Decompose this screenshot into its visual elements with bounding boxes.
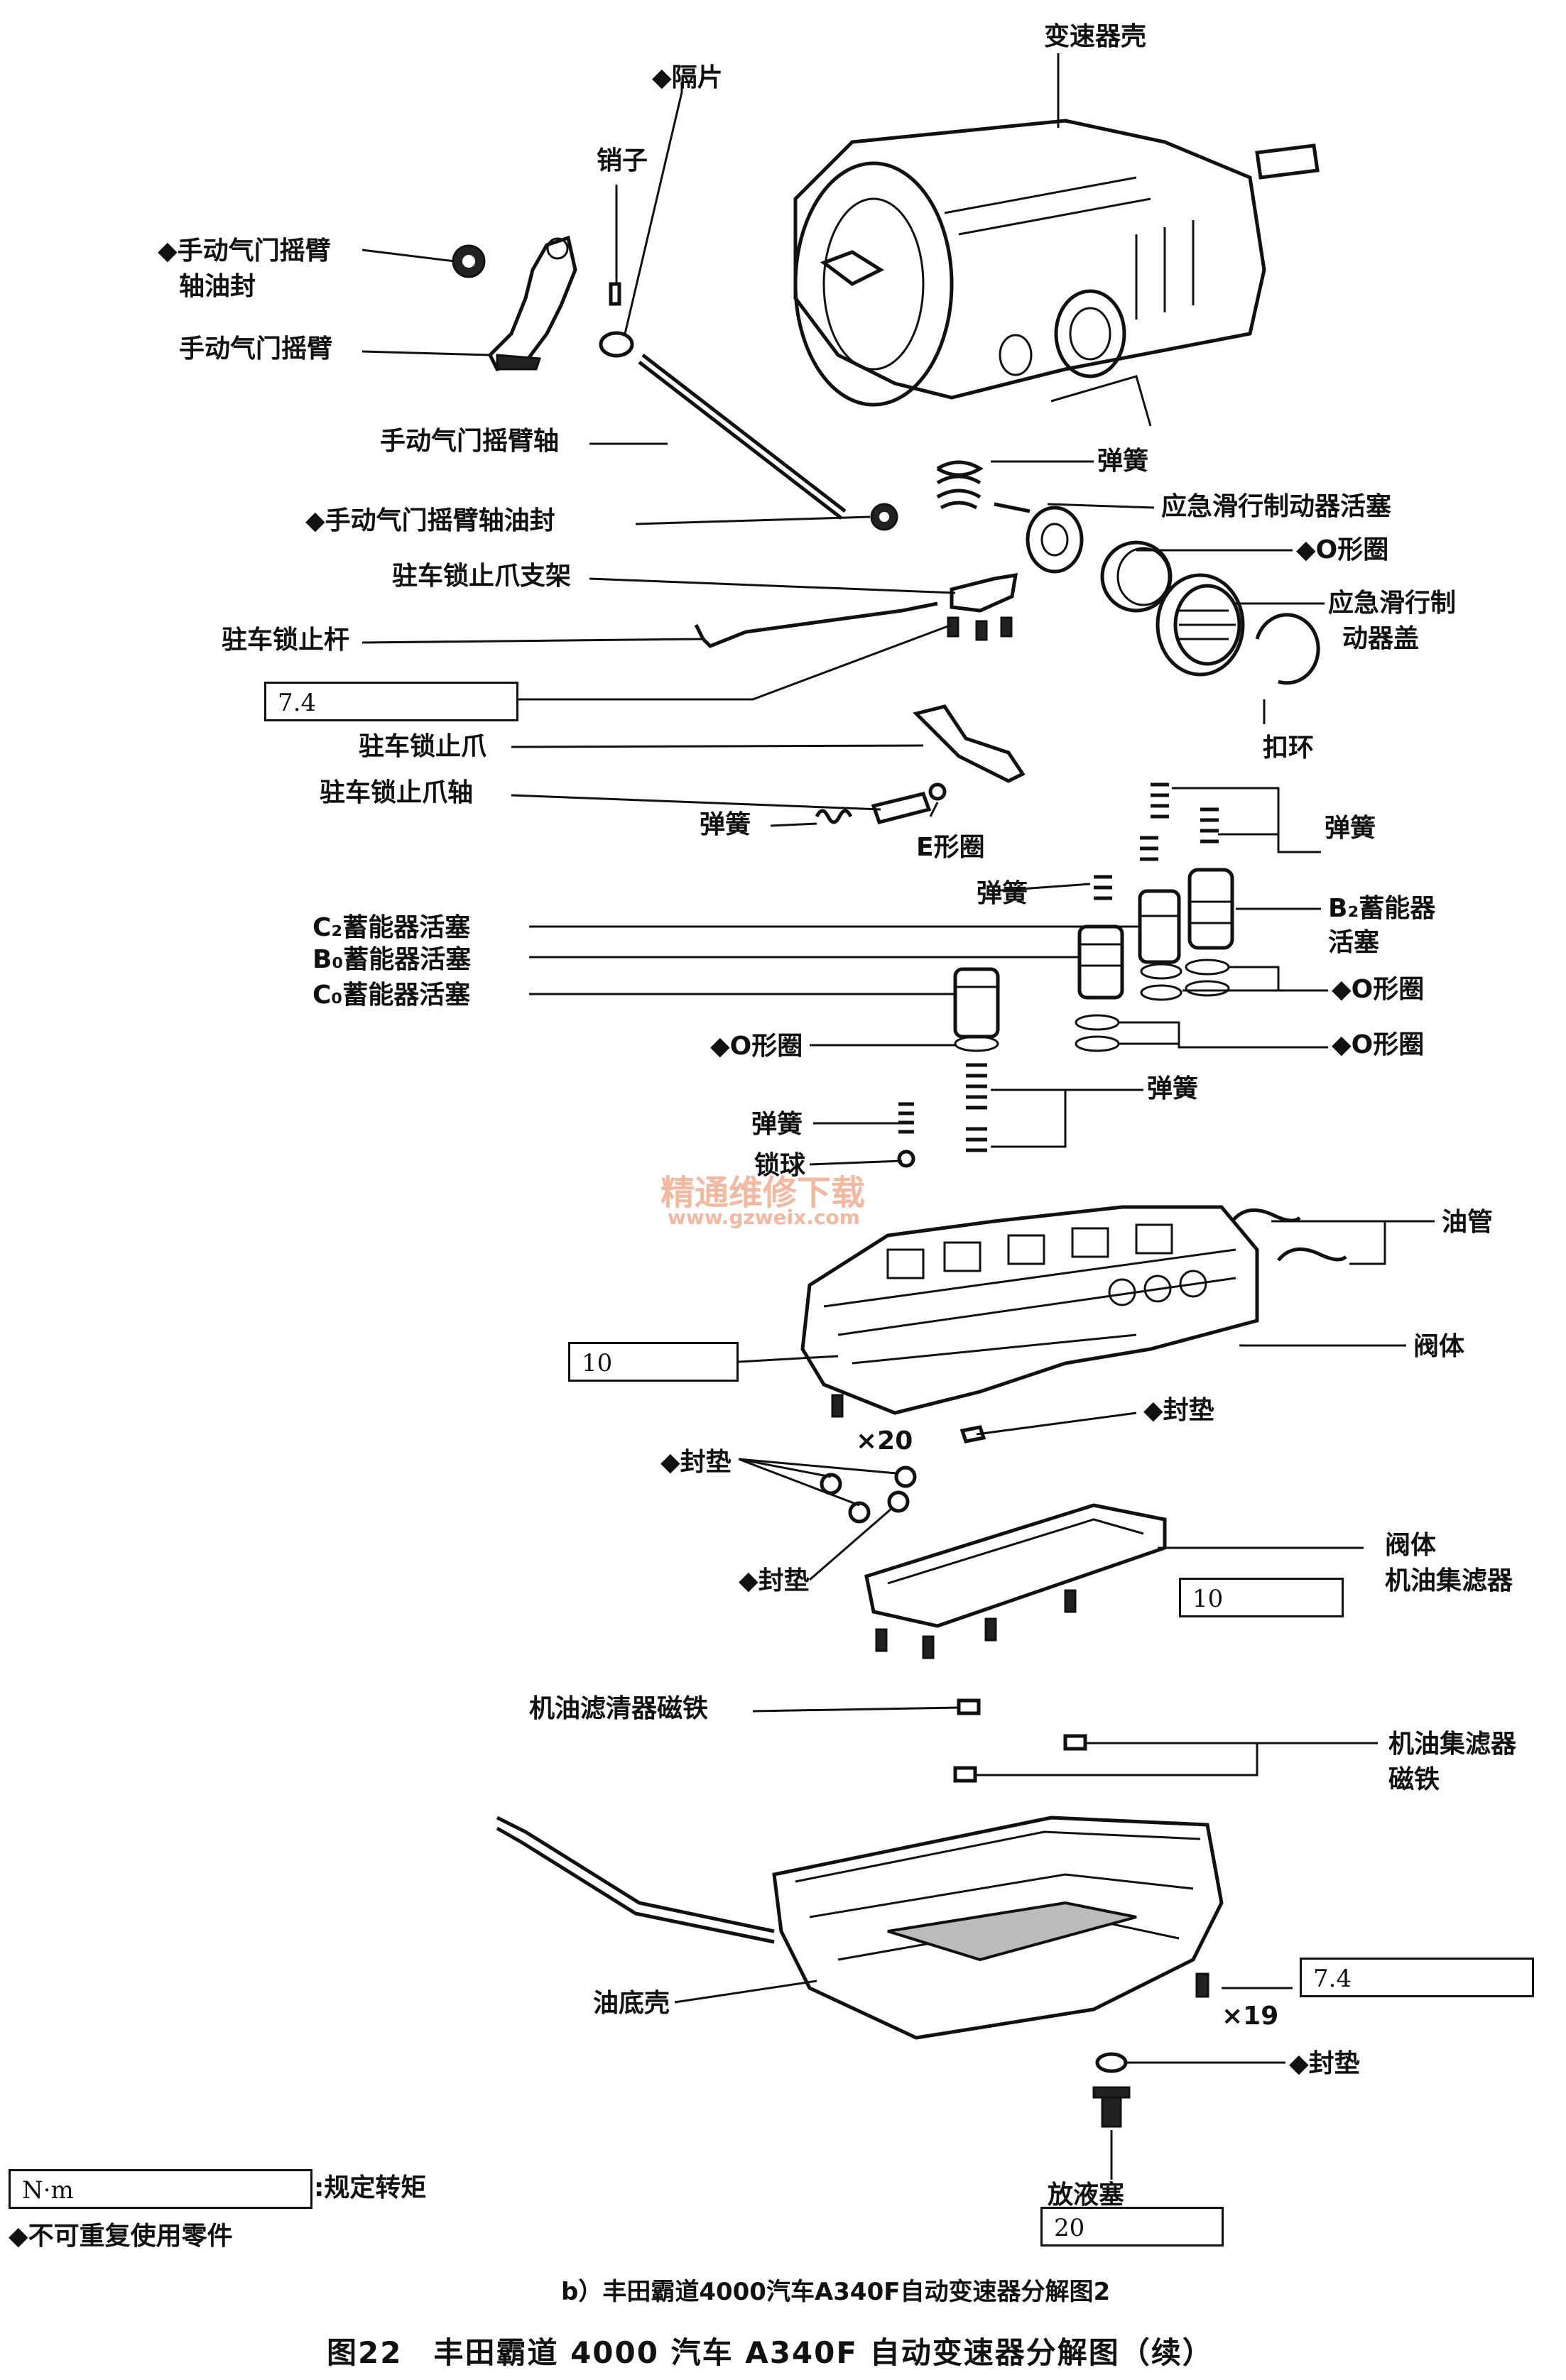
pawl-spring-shape — [815, 809, 853, 824]
pawl-shape — [913, 704, 1026, 783]
legend-unit-desc: :规定转矩 — [314, 2173, 427, 2202]
magnets-shape — [953, 1698, 1087, 1783]
pawl-shaft-shape — [871, 782, 947, 824]
label-spring-b: 弹簧 — [1325, 814, 1376, 843]
b0-piston-shape — [1077, 924, 1124, 1000]
spring-c-shape — [1094, 836, 1158, 900]
label-gasket-1: ◆封垫 — [1143, 1396, 1214, 1425]
label-emg-cover-2: 动器盖 — [1342, 624, 1420, 653]
label-lever-shaft: 手动气门摇臂轴 — [380, 427, 560, 456]
label-oring-2: ◆O形圈 — [1332, 1030, 1425, 1059]
label-c0-piston: C₀蓄能器活塞 — [312, 981, 471, 1010]
emg-cover-shape — [1156, 573, 1245, 677]
label-oil-pan: 油底壳 — [593, 1989, 670, 2018]
label-shaft-seal: ◆手动气门摇臂轴油封 — [305, 506, 555, 535]
label-pawl-spring: 弹簧 — [700, 810, 751, 839]
caption-main: 图22 丰田霸道 4000 汽车 A340F 自动变速器分解图（续） — [327, 2335, 1214, 2370]
watermark-url: www.gzweix.com — [668, 1206, 860, 1229]
label-lever: 手动气门摇臂 — [179, 334, 333, 364]
label-emg-cover-1: 应急滑行制 — [1328, 589, 1457, 618]
legend-nonreuse: ◆不可重复使用零件 — [9, 2222, 233, 2251]
torque-box-7-4-pan: 7.4 — [1300, 1958, 1534, 1997]
label-lock-rod: 驻车锁止杆 — [222, 626, 350, 655]
label-gasket-3: ◆封垫 — [739, 1566, 810, 1595]
label-transmission-case: 变速器壳 — [1044, 22, 1147, 51]
pawl-bracket-shape — [947, 572, 1018, 641]
emg-piston-shape — [994, 502, 1084, 574]
pin-shape — [609, 282, 621, 306]
drain-gasket-shape — [1095, 2052, 1128, 2073]
drain-plug-shape — [1092, 2086, 1131, 2128]
leader-lines — [361, 53, 1435, 2180]
spacer-shape — [599, 331, 634, 358]
gaskets-shape — [820, 1425, 986, 1524]
emg-spring-shape — [936, 460, 984, 510]
label-filter-magnet: 机油滤清器磁铁 — [529, 1694, 709, 1723]
label-c2-piston: C₂蓄能器活塞 — [312, 913, 471, 942]
label-snap-ring: 扣环 — [1263, 733, 1315, 763]
label-b0-piston: B₀蓄能器活塞 — [312, 945, 472, 974]
snap-ring-shape — [1255, 613, 1320, 685]
label-strainer-magnet-2: 磁铁 — [1388, 1765, 1440, 1794]
label-x19: ×19 — [1222, 2002, 1279, 2031]
oring-emg-shape — [1100, 540, 1173, 613]
label-spring-d: 弹簧 — [751, 1110, 803, 1139]
label-b2-line2: 活塞 — [1328, 928, 1380, 957]
label-e-ring: E形圈 — [916, 833, 985, 862]
label-gasket-2: ◆封垫 — [660, 1448, 732, 1477]
label-oring-1: ◆O形圈 — [1332, 975, 1425, 1004]
label-strainer-2: 机油集滤器 — [1385, 1566, 1513, 1595]
spring-d-shape — [897, 1102, 915, 1168]
label-check-ball: 锁球 — [754, 1151, 806, 1180]
label-b2-line1: B₂蓄能器 — [1328, 894, 1436, 923]
torque-box-10-strainer: 10 — [1179, 1578, 1344, 1617]
transmission-case-shape — [793, 119, 1320, 427]
watermark-cn: 精通维修下载 — [660, 1173, 866, 1213]
shaft-seal-shape — [870, 503, 898, 531]
torque-box-10-valve: 10 — [568, 1342, 739, 1382]
caption-sub: b）丰田霸道4000汽车A340F自动变速器分解图2 — [561, 2278, 1111, 2306]
oil-pan-shape — [496, 1816, 1224, 2040]
label-pawl: 驻车锁止爪 — [359, 732, 487, 761]
label-pawl-bracket: 驻车锁止爪支架 — [392, 562, 572, 591]
orings-shape — [954, 959, 1230, 1052]
label-spring-e: 弹簧 — [1147, 1074, 1199, 1103]
label-strainer-1: 阀体 — [1385, 1531, 1437, 1560]
valve-body-shape — [800, 1205, 1259, 1418]
label-pin: 销子 — [597, 146, 648, 175]
lever-shape — [487, 235, 577, 371]
label-lever-seal: ◆手动气门摇臂 — [158, 236, 331, 266]
label-oil-tube: 油管 — [1442, 1208, 1494, 1237]
oil-tube-shape — [1231, 1208, 1347, 1262]
spring-e-shape — [966, 1063, 987, 1152]
label-oring-emg: ◆O形圈 — [1296, 535, 1389, 564]
label-emg-piston: 应急滑行制动器活塞 — [1161, 492, 1392, 521]
bolt-x19-shape — [1195, 1972, 1209, 1998]
label-strainer-magnet-1: 机油集滤器 — [1388, 1730, 1517, 1759]
b2-piston-shape — [1138, 868, 1234, 964]
label-lever-seal-line2: 轴油封 — [179, 272, 256, 301]
strainer-shape — [864, 1503, 1167, 1659]
label-valve-body: 阀体 — [1413, 1332, 1465, 1361]
label-drain-plug: 放液塞 — [1048, 2180, 1125, 2210]
spring-b-shape — [1151, 782, 1219, 844]
label-pawl-shaft: 驻车锁止爪轴 — [320, 778, 474, 807]
lever-seal-shape — [452, 244, 486, 278]
lever-shaft-shape — [638, 354, 847, 520]
legend-unit-box: N·m — [9, 2169, 312, 2209]
label-oring-3: ◆O形圈 — [710, 1032, 803, 1061]
label-x20: ×20 — [856, 1426, 913, 1456]
torque-box-7-4: 7.4 — [264, 682, 518, 721]
label-gasket-4: ◆封垫 — [1289, 2049, 1360, 2078]
label-spring-emg: 弹簧 — [1097, 447, 1149, 476]
c0-piston-shape — [953, 967, 1000, 1039]
label-spacer: ◆隔片 — [652, 63, 723, 92]
torque-box-20-drain: 20 — [1040, 2207, 1224, 2247]
label-spring-c: 弹簧 — [977, 879, 1028, 908]
lock-rod-shape — [694, 601, 938, 648]
